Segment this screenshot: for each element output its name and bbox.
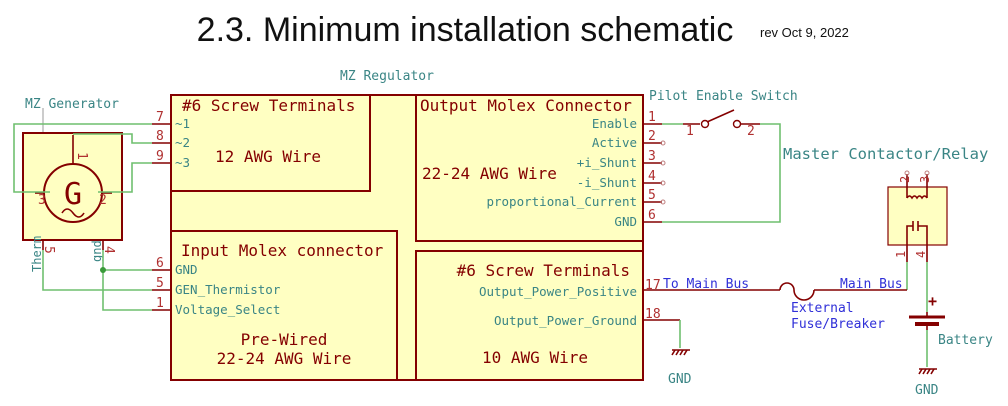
- gen-pin-2: 2: [99, 193, 107, 208]
- wires: [13, 123, 928, 367]
- pin-label: GND: [614, 214, 637, 229]
- screw-terminals-top-wire: 12 AWG Wire: [215, 147, 321, 166]
- gen-pin-5: 5: [41, 246, 56, 254]
- switch-pin-1: 1: [686, 124, 694, 139]
- master-relay: 2 3 1 4: [887, 170, 948, 262]
- fuse-symbol: [779, 282, 815, 301]
- screw-terminals-bottom-wire: 10 AWG Wire: [482, 348, 588, 367]
- pin-number: 18: [645, 307, 661, 322]
- pin-label: Voltage_Select: [175, 302, 280, 317]
- main-bus-label: Main Bus: [840, 277, 903, 292]
- battery-plus: +: [928, 292, 937, 310]
- screw-terminals-top-pins: 7 8 9 ~1 ~2 ~3: [152, 110, 190, 170]
- pin-number: 5: [156, 276, 164, 291]
- input-molex-pins: 6 5 1 GND GEN_Thermistor Voltage_Select: [152, 256, 281, 317]
- pin-label: Active: [592, 135, 637, 150]
- output-molex-title: Output Molex Connector: [420, 96, 632, 115]
- screw-terminals-bottom-pins: 17 18 Output_Power_Positive Output_Power…: [479, 278, 680, 328]
- pin-number: 6: [156, 256, 164, 271]
- relay-pin-4: 4: [914, 251, 928, 258]
- gen-pin-1: 1: [74, 152, 89, 160]
- therm-label: Therm: [30, 236, 44, 272]
- pin-label: ~3: [175, 155, 190, 170]
- input-molex-box: [170, 230, 398, 381]
- pin-label: +i_Shunt: [577, 155, 637, 170]
- pin-number: 3: [648, 149, 656, 164]
- screw-terminals-top-box: [170, 94, 371, 192]
- pin-number: 5: [648, 188, 656, 203]
- output-molex-box: [415, 94, 644, 242]
- to-main-bus-label: To Main Bus: [663, 277, 749, 292]
- pin-label: ~2: [175, 135, 190, 150]
- screw-terminals-top-title: #6 Screw Terminals: [182, 96, 355, 115]
- pin-label: GND: [175, 262, 198, 277]
- battery-symbol: [909, 312, 945, 330]
- pin-number: 9: [156, 149, 164, 164]
- pin-number: 1: [648, 110, 656, 125]
- junction-dot: [100, 267, 106, 273]
- pin-number: 6: [648, 208, 656, 223]
- pin-number: 8: [156, 129, 164, 144]
- pin-number: 7: [156, 110, 164, 125]
- page-title: 2.3. Minimum installation schematic: [197, 11, 734, 49]
- generator-g: G: [64, 177, 82, 212]
- pin-number: 2: [648, 129, 656, 144]
- pin-label: Output_Power_Ground: [494, 313, 637, 328]
- relay-pin-2: 2: [898, 176, 912, 183]
- pin-label: GEN_Thermistor: [175, 282, 281, 297]
- screw-terminals-bottom-box: [415, 250, 644, 381]
- ground-label-2: GND: [915, 383, 939, 398]
- switch-label: Pilot Enable Switch: [649, 89, 798, 104]
- pin-number: 17: [645, 278, 661, 293]
- pilot-enable-switch[interactable]: 1 2: [683, 109, 760, 139]
- fuse-label-line1: External: [791, 301, 854, 316]
- switch-pin-2: 2: [747, 124, 755, 139]
- pin-label: proportional_Current: [486, 194, 637, 209]
- regulator-label: MZ Regulator: [340, 69, 434, 84]
- ground-label-1: GND: [668, 372, 692, 387]
- revision-date: rev Oct 9, 2022: [760, 25, 849, 40]
- gen-pin-4: 4: [101, 246, 116, 254]
- output-molex-wire: 22-24 AWG Wire: [422, 164, 557, 183]
- ground-icon: [671, 349, 690, 356]
- pin-number: 1: [156, 296, 164, 311]
- pin-label: ~1: [175, 116, 190, 131]
- output-molex-pins: 1 2 3 4 5 6 Enable Active +i_Shunt -i_Sh…: [486, 110, 666, 229]
- input-molex-wire-line1: Pre-Wired: [241, 330, 328, 349]
- ground-icon: [918, 368, 937, 375]
- fuse-label-line2: Fuse/Breaker: [791, 317, 885, 332]
- pin-number: 4: [648, 169, 656, 184]
- battery-label: Battery: [938, 333, 993, 348]
- screw-terminals-bottom-title: #6 Screw Terminals: [457, 261, 630, 280]
- pin-label: Enable: [592, 116, 637, 131]
- relay-pin-1: 1: [894, 251, 908, 258]
- gen-pin-3: 3: [38, 193, 46, 208]
- input-molex-wire-line2: 22-24 AWG Wire: [217, 349, 352, 368]
- relay-label: Master Contactor/Relay: [783, 145, 988, 163]
- pin-label: Output_Power_Positive: [479, 284, 637, 299]
- pin-label: -i_Shunt: [577, 175, 637, 190]
- gnd-label: gnd: [90, 240, 104, 262]
- relay-pin-3: 3: [918, 176, 932, 183]
- generator-label: MZ Generator: [25, 97, 119, 112]
- input-molex-title: Input Molex connector: [181, 241, 384, 260]
